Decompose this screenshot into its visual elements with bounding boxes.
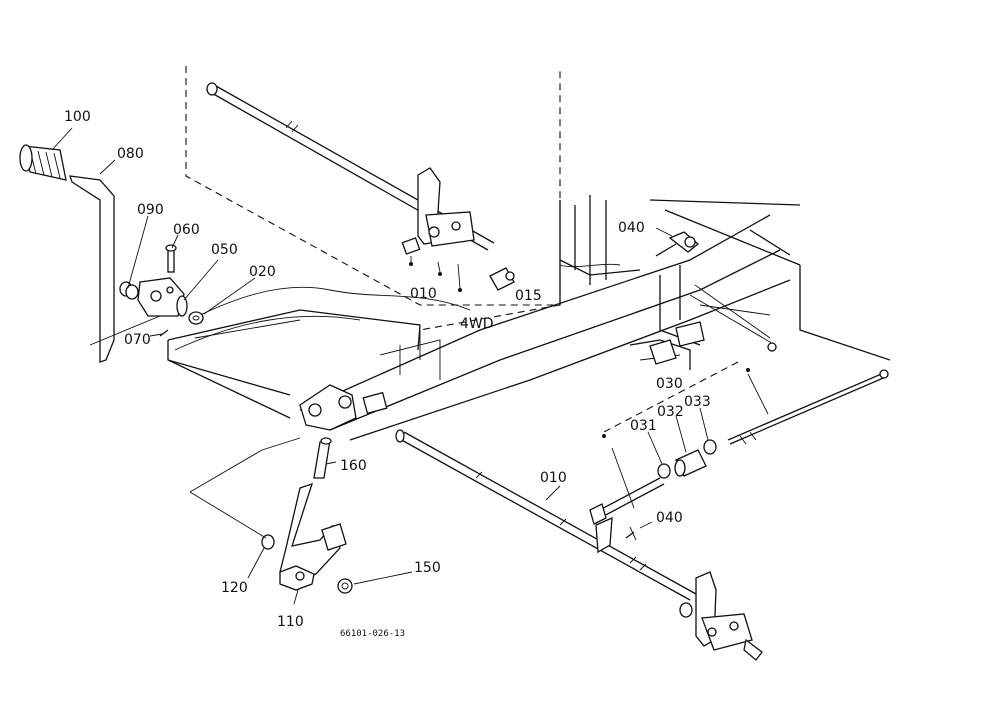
label-120: 120 bbox=[221, 580, 248, 596]
label-070: 070 bbox=[124, 332, 151, 348]
label-033: 033 bbox=[684, 394, 711, 410]
dashed-refs-030 bbox=[599, 361, 769, 438]
rod-080 bbox=[69, 175, 115, 363]
label-160: 160 bbox=[340, 458, 367, 474]
lower-shift-arm bbox=[679, 571, 763, 661]
upper-shift-arm bbox=[401, 167, 475, 255]
main-frame bbox=[167, 195, 891, 441]
label-040-mid: 040 bbox=[656, 510, 683, 526]
lever-grip-160 bbox=[313, 437, 332, 479]
label-032: 032 bbox=[657, 404, 684, 420]
bracket-050 bbox=[137, 277, 188, 317]
label-010-mid: 010 bbox=[540, 470, 567, 486]
pin-070 bbox=[159, 329, 169, 337]
knob-100 bbox=[19, 144, 67, 181]
label-010-top: 010 bbox=[410, 286, 437, 302]
nut-150 bbox=[337, 578, 353, 594]
nut-031 bbox=[657, 463, 671, 479]
label-020: 020 bbox=[249, 264, 276, 280]
4wd-boundary-dashed bbox=[185, 66, 561, 331]
leader-lines-lower bbox=[189, 437, 561, 605]
drawing-code: 66101-026-13 bbox=[340, 629, 405, 639]
label-050: 050 bbox=[211, 242, 238, 258]
rod-030 bbox=[727, 369, 889, 445]
label-090: 090 bbox=[137, 202, 164, 218]
label-110: 110 bbox=[277, 614, 304, 630]
nut-033 bbox=[703, 439, 717, 455]
pin-060 bbox=[165, 244, 177, 273]
washer-020 bbox=[188, 311, 204, 325]
switch-015 bbox=[489, 267, 515, 291]
lever-110 bbox=[279, 482, 347, 591]
bracket-030 bbox=[649, 321, 705, 365]
label-031: 031 bbox=[630, 418, 657, 434]
label-040-top: 040 bbox=[618, 220, 645, 236]
leader-lines-left bbox=[51, 127, 256, 346]
label-030: 030 bbox=[656, 376, 683, 392]
label-4wd: 4WD bbox=[460, 316, 494, 332]
leader-lines-right bbox=[647, 407, 709, 465]
pin-040-mid bbox=[625, 521, 653, 541]
sleeve-032 bbox=[674, 449, 707, 477]
lower-arm bbox=[595, 516, 613, 554]
label-015: 015 bbox=[515, 288, 542, 304]
rod-031 bbox=[589, 447, 665, 525]
label-100: 100 bbox=[64, 109, 91, 125]
label-060: 060 bbox=[173, 222, 200, 238]
label-080: 080 bbox=[117, 146, 144, 162]
nut-120 bbox=[261, 534, 275, 550]
pin-040-top bbox=[655, 227, 700, 257]
label-150: 150 bbox=[414, 560, 441, 576]
lower-shaft-010 bbox=[395, 429, 697, 601]
dots-010-top bbox=[409, 256, 462, 292]
